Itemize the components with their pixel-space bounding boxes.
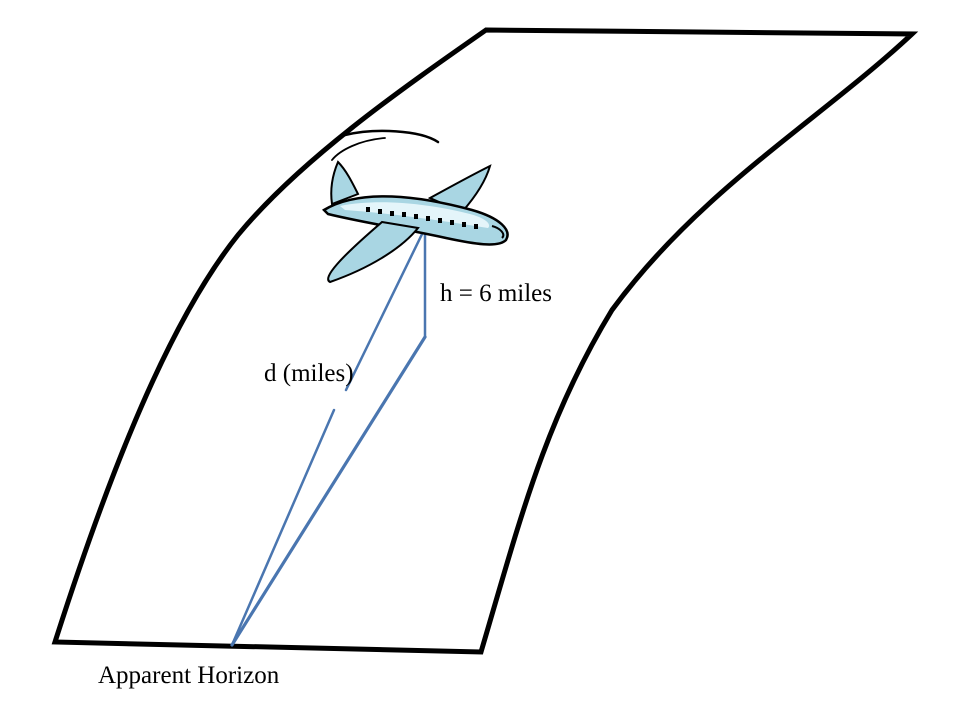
motion-swoosh — [331, 137, 386, 161]
airplane-icon — [321, 129, 509, 284]
distance-line — [344, 226, 427, 392]
distance-label: d (miles) — [264, 360, 354, 387]
plane-nose — [491, 225, 505, 239]
sight-lines — [230, 226, 427, 647]
plane-tail — [330, 160, 360, 206]
horizon-label: Apparent Horizon — [98, 662, 280, 689]
ground-line — [230, 335, 427, 647]
plane-wing-lower — [327, 220, 420, 284]
distance-line-lower — [230, 408, 336, 647]
plane-wing-upper — [427, 164, 492, 214]
motion-swoosh — [343, 129, 440, 144]
height-label: h = 6 miles — [440, 280, 552, 307]
earth-surface — [51, 27, 919, 655]
plane-windows — [366, 207, 478, 229]
